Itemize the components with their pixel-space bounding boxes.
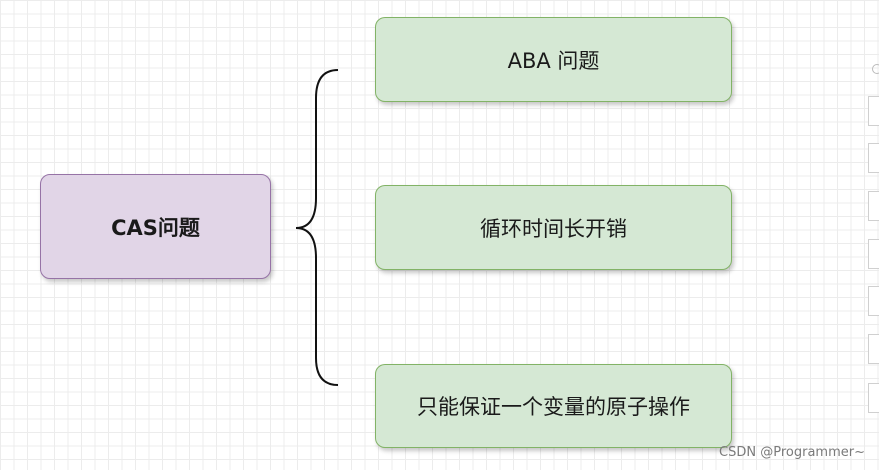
root-node-label: CAS问题 — [111, 215, 200, 240]
toolbar-control[interactable] — [868, 286, 879, 316]
child-node-loop-overhead[interactable]: 循环时间长开销 — [375, 185, 732, 270]
child-node-label: 只能保证一个变量的原子操作 — [417, 395, 690, 419]
toolbar-control[interactable] — [868, 383, 879, 413]
root-node[interactable]: CAS问题 — [40, 174, 271, 279]
toolbar-control[interactable] — [868, 191, 879, 221]
toolbar-control[interactable] — [868, 96, 879, 126]
curly-brace-connector — [295, 69, 339, 386]
watermark: CSDN @Programmer~ — [719, 445, 865, 460]
child-node-label: ABA 问题 — [507, 48, 600, 73]
child-node-aba[interactable]: ABA 问题 — [375, 17, 732, 102]
child-node-label: 循环时间长开销 — [480, 216, 627, 241]
toolbar-control[interactable] — [868, 239, 879, 269]
toolbar-control[interactable] — [868, 334, 879, 364]
toolbar-circle-icon[interactable] — [872, 64, 879, 74]
toolbar-control[interactable] — [868, 143, 879, 173]
child-node-single-variable[interactable]: 只能保证一个变量的原子操作 — [375, 364, 732, 448]
